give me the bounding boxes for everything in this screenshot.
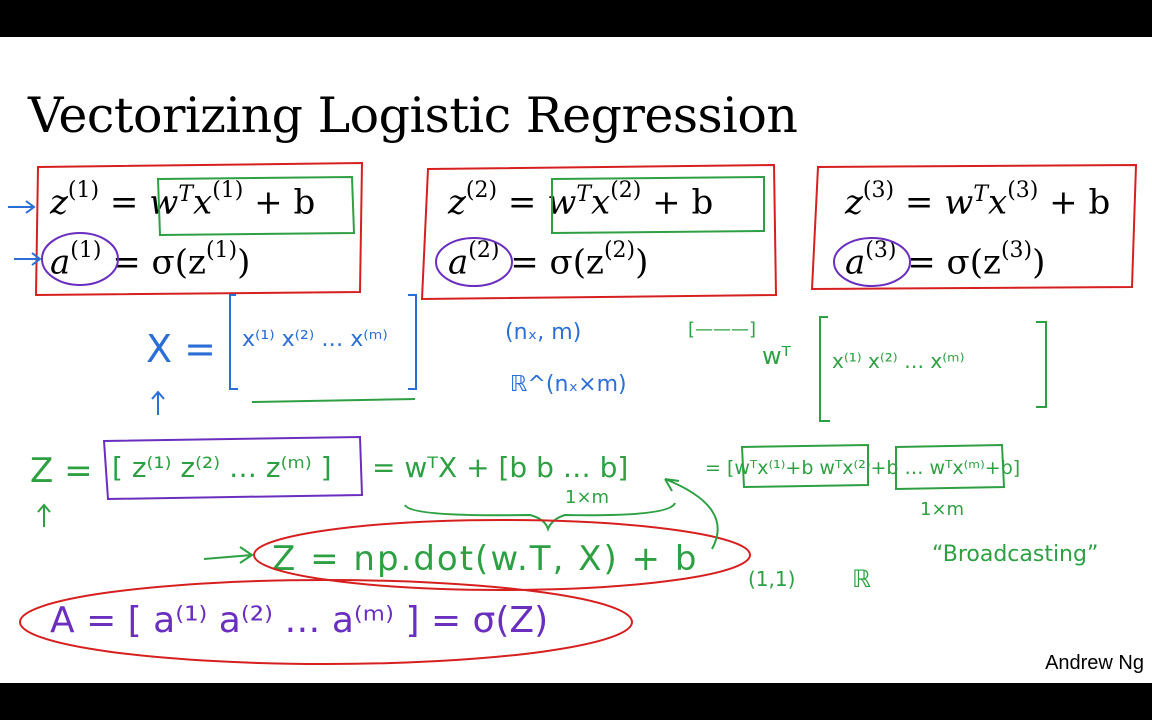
b-row-shape: 1×m — [565, 487, 610, 508]
numpy-code: Z = np.dot(w.T, X) + b — [272, 539, 699, 579]
Z-rhs: = wᵀX + [b b … b] — [372, 451, 629, 484]
example-2-a-equation: a(2) = σ(z(2)) — [448, 238, 649, 283]
X-green-underline — [251, 398, 416, 403]
arrow-z1 — [8, 200, 36, 214]
up-arrow-X — [151, 390, 165, 415]
broadcasting-label: “Broadcasting” — [932, 542, 1099, 567]
brace-under-rhs — [404, 502, 676, 533]
page-title: Vectorizing Logistic Regression — [28, 87, 798, 144]
author-credit: Andrew Ng — [1045, 652, 1144, 674]
X-columns: x⁽¹⁾ x⁽²⁾ … x⁽ᵐ⁾ — [242, 327, 388, 352]
A-definition: A = [ a⁽¹⁾ a⁽²⁾ … a⁽ᵐ⁾ ] = σ(Z) — [50, 600, 549, 641]
Z-row: [ z⁽¹⁾ z⁽²⁾ … z⁽ᵐ⁾ ] — [112, 451, 332, 484]
expansion-shape: 1×m — [920, 499, 965, 520]
example-1-z-equation: z(1) = wTx(1) + b — [50, 178, 316, 223]
wT-label: wᵀ — [762, 342, 791, 370]
wT-times-X-columns: x⁽¹⁾ x⁽²⁾ … x⁽ᵐ⁾ — [832, 349, 965, 373]
b-shape: (1,1) — [748, 567, 796, 591]
X-definition: X = — [146, 327, 216, 371]
Z-expansion: = [wᵀx⁽¹⁾+b wᵀx⁽²⁾+b … wᵀx⁽ᵐ⁾+b] — [705, 457, 1021, 479]
example-1-a-equation: a(1) = σ(z(1)) — [50, 238, 251, 283]
example-3-z-equation: z(3) = wTx(3) + b — [845, 178, 1111, 223]
arrow-np-code — [203, 546, 254, 564]
Z-definition: Z = — [30, 451, 93, 491]
example-2-z-equation: z(2) = wTx(2) + b — [448, 178, 714, 223]
arrow-a1 — [14, 252, 42, 266]
reals-label: ℝ — [852, 565, 872, 593]
example-3-a-equation: a(3) = σ(z(3)) — [845, 238, 1046, 283]
wT-row-vector: [———] — [688, 319, 757, 340]
slide: Vectorizing Logistic Regression z(1) = w… — [0, 37, 1152, 683]
X-shape: (nₓ, m) — [505, 320, 582, 345]
up-arrow-Z — [37, 503, 51, 527]
X-space: ℝ^(nₓ×m) — [510, 372, 627, 397]
